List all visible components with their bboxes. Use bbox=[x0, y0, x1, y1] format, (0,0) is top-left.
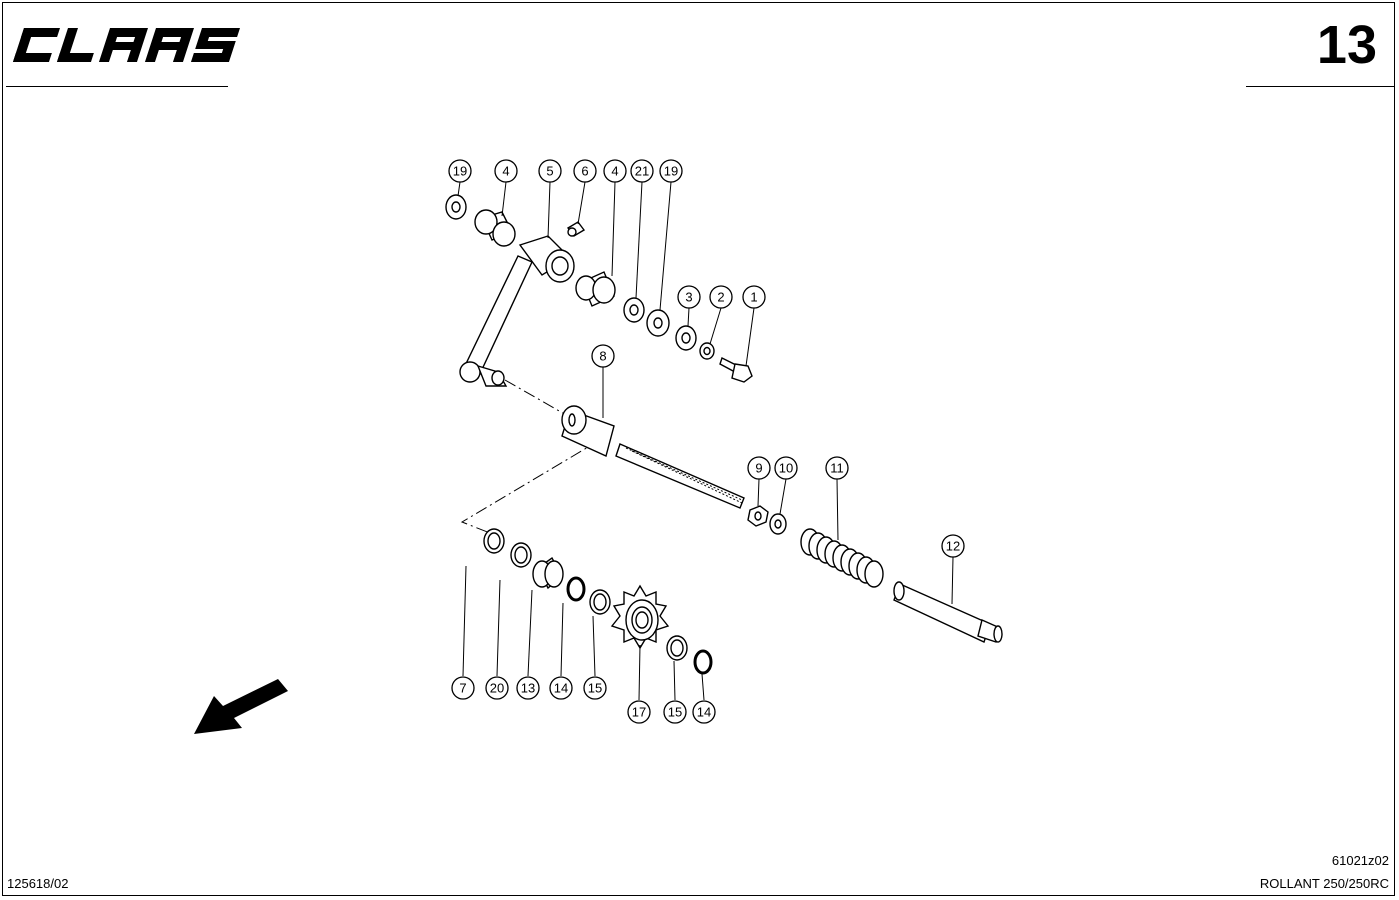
part-4-bushing bbox=[474, 209, 516, 247]
callout-20: 20 bbox=[485, 676, 509, 700]
part-5-arm bbox=[459, 235, 575, 387]
callout-label: 4 bbox=[611, 164, 618, 179]
callout-8: 8 bbox=[591, 344, 615, 368]
header-rule-right bbox=[1246, 86, 1394, 87]
callout-15-second: 15 bbox=[663, 700, 687, 724]
callout-12: 12 bbox=[941, 534, 965, 558]
part-6-grease-nipple bbox=[566, 221, 586, 237]
callout-label: 8 bbox=[599, 349, 606, 364]
callout-2: 2 bbox=[709, 285, 733, 309]
callout-11: 11 bbox=[825, 456, 849, 480]
callout-3: 3 bbox=[677, 285, 701, 309]
callout-label: 2 bbox=[717, 290, 724, 305]
callout-label: 19 bbox=[453, 164, 467, 179]
part-7-ring bbox=[483, 528, 505, 554]
callout-19-second: 19 bbox=[659, 159, 683, 183]
callout-label: 7 bbox=[459, 681, 466, 696]
callout-label: 12 bbox=[946, 539, 960, 554]
drawing-id: 61021z02 bbox=[1331, 853, 1389, 868]
part-4-bushing-second bbox=[575, 271, 616, 307]
callout-label: 20 bbox=[490, 681, 504, 696]
callout-label: 19 bbox=[664, 164, 678, 179]
callout-14-second: 14 bbox=[692, 700, 716, 724]
part-13-bearing bbox=[532, 556, 564, 590]
part-9-nut bbox=[747, 505, 769, 527]
part-19-washer bbox=[445, 194, 467, 220]
callout-6: 6 bbox=[573, 159, 597, 183]
callout-21: 21 bbox=[630, 159, 654, 183]
callout-17: 17 bbox=[627, 700, 651, 724]
part-17-sprocket bbox=[610, 584, 670, 650]
part-2-lock-washer bbox=[699, 342, 715, 360]
part-11-spring bbox=[800, 528, 884, 588]
callout-label: 11 bbox=[830, 461, 844, 476]
part-15-ring-second bbox=[666, 635, 688, 661]
callout-label: 9 bbox=[755, 461, 762, 476]
callout-label: 1 bbox=[750, 290, 757, 305]
callout-label: 14 bbox=[554, 681, 568, 696]
callout-9: 9 bbox=[747, 456, 771, 480]
part-21-washer bbox=[623, 297, 645, 323]
part-15-ring bbox=[589, 589, 611, 615]
callout-label: 6 bbox=[581, 164, 588, 179]
callout-7: 7 bbox=[451, 676, 475, 700]
model-name: ROLLANT 250/250RC bbox=[1259, 876, 1389, 891]
callout-label: 3 bbox=[685, 290, 692, 305]
callout-label: 4 bbox=[502, 164, 509, 179]
callout-5: 5 bbox=[538, 159, 562, 183]
callout-19: 19 bbox=[448, 159, 472, 183]
callout-4: 4 bbox=[494, 159, 518, 183]
callout-4-second: 4 bbox=[603, 159, 627, 183]
part-10-washer bbox=[769, 513, 787, 535]
part-20-ring bbox=[510, 542, 532, 568]
part-12-guide-tube bbox=[893, 581, 1003, 643]
part-8-tensioner-rod bbox=[561, 405, 745, 509]
callout-label: 5 bbox=[546, 164, 553, 179]
callout-label: 21 bbox=[635, 164, 649, 179]
part-19-washer-second bbox=[646, 309, 670, 337]
callout-13: 13 bbox=[516, 676, 540, 700]
part-3-washer bbox=[675, 325, 697, 351]
callout-14: 14 bbox=[549, 676, 573, 700]
part-1-bolt bbox=[719, 357, 753, 383]
doc-id: 125618/02 bbox=[7, 876, 69, 891]
claas-logo bbox=[12, 28, 240, 62]
callout-label: 15 bbox=[668, 705, 682, 720]
direction-arrow-icon bbox=[194, 679, 288, 734]
callout-label: 15 bbox=[588, 681, 602, 696]
callout-label: 10 bbox=[779, 461, 793, 476]
header-rule-left bbox=[6, 86, 228, 87]
page-number: 13 bbox=[1316, 15, 1377, 75]
callout-label: 17 bbox=[632, 705, 646, 720]
callout-15: 15 bbox=[583, 676, 607, 700]
callout-label: 14 bbox=[697, 705, 711, 720]
axis-line-bushings bbox=[460, 439, 601, 536]
callout-10: 10 bbox=[774, 456, 798, 480]
callout-label: 13 bbox=[521, 681, 535, 696]
leader-lines bbox=[457, 181, 954, 701]
part-14-circlip-second bbox=[693, 649, 713, 675]
callout-1: 1 bbox=[742, 285, 766, 309]
part-14-circlip bbox=[566, 576, 586, 602]
